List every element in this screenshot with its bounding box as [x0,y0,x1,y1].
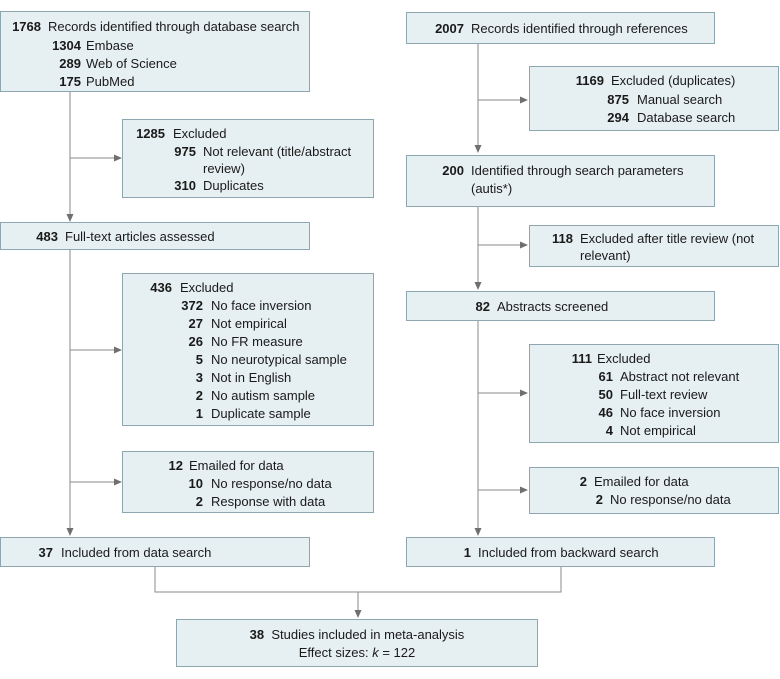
label: Excluded after title review (not [580,231,755,246]
count: 26 [188,334,203,349]
label: Full-text articles assessed [65,229,215,244]
label: Response with data [211,494,326,509]
emailed-box-left: 12 Emailed for data 10 No response/no dat… [122,451,374,513]
count: 175 [59,74,81,89]
count: 61 [598,369,613,384]
label: Full-text review [620,387,708,402]
label: Excluded [597,351,651,366]
label: Included from data search [61,545,212,560]
count: 289 [59,56,81,71]
label: Web of Science [86,56,177,71]
excluded-duplicates-box: 1169 Excluded (duplicates) 875 Manual sea… [529,66,779,131]
count: 1304 [52,38,81,53]
label: Database search [637,110,736,125]
count: 1 [195,406,203,421]
label: PubMed [86,74,135,89]
included-backward-search-box: 1 Included from backward search [406,537,715,567]
count: 5 [195,352,203,367]
studies-included-line: 38 Studies included in meta-analysis [177,626,537,644]
count: 2 [579,474,587,489]
count: 483 [36,229,58,244]
emailed-box-right: 2 Emailed for data 2 No response/no data [529,467,779,514]
label: Manual search [637,92,723,107]
label: No response/no data [610,492,731,507]
excluded-title-review-box: 118 Excluded after title review (not rel… [529,225,779,267]
included-data-search-box: 37 Included from data search [0,537,310,567]
label-continued: (autis*) [471,181,513,196]
count: 46 [598,405,613,420]
count: 3 [195,370,203,385]
meta-analysis-box: 38 Studies included in meta-analysis Eff… [176,619,538,667]
label-continued: review) [203,161,245,176]
count: 12 [168,458,183,473]
count: 38 [249,627,265,642]
label: Duplicate sample [211,406,311,421]
label: Abstracts screened [497,299,609,314]
label: No face inversion [620,405,721,420]
label: Not relevant (title/abstract [203,144,352,159]
label: Records identified through references [471,21,688,36]
full-text-assessed-box: 483 Full-text articles assessed [0,222,310,250]
abstracts-screened-box: 82 Abstracts screened [406,291,715,321]
records-database-search-box: 1768 Records identified through database… [0,11,310,92]
label: Embase [86,38,134,53]
label: Duplicates [203,178,264,193]
effect-sizes-value: = 122 [378,645,416,660]
label: No neurotypical sample [211,352,347,367]
count: 2007 [435,21,464,36]
count: 1285 [136,126,165,141]
label: Abstract not relevant [620,369,740,384]
count: 1768 [12,19,41,34]
count: 1169 [575,73,604,88]
count: 50 [598,387,613,402]
label: Excluded (duplicates) [611,73,736,88]
label: No response/no data [211,476,332,491]
count: 82 [475,299,490,314]
count: 975 [174,144,196,159]
label: No FR measure [211,334,303,349]
label: Excluded [180,280,234,295]
count: 2 [195,388,203,403]
label: Included from backward search [478,545,659,560]
label: Not in English [211,370,292,385]
count: 1 [463,545,471,560]
count: 2 [595,492,603,507]
label: No face inversion [211,298,312,313]
excluded-abstracts-box: 111 Excluded 61 Abstract not relevant 50 F… [529,344,779,443]
label: Emailed for data [594,474,689,489]
count: 111 [571,351,592,366]
count: 27 [188,316,203,331]
count: 200 [442,163,464,178]
count: 372 [181,298,203,313]
merge-line [154,567,562,593]
count: 2 [195,494,203,509]
effect-sizes-line: Effect sizes: k = 122 [177,644,537,662]
count: 10 [188,476,203,491]
label: Not empirical [211,316,287,331]
count: 436 [150,280,172,295]
records-references-box: 2007 Records identified through referenc… [406,12,715,44]
label: Emailed for data [189,458,284,473]
count: 118 [552,231,573,246]
effect-sizes-prefix: Effect sizes: [298,645,373,660]
label-continued: relevant) [580,248,631,263]
count: 37 [38,545,53,560]
label: Excluded [173,126,227,141]
label: No autism sample [211,388,316,403]
excluded-box-1: 1285 Excluded 975 Not relevant (title/ab… [122,119,374,198]
label: Identified through search parameters [471,163,684,178]
k-symbol: k [372,645,379,660]
label: Studies included in meta-analysis [271,627,465,642]
count: 4 [605,423,613,438]
count: 875 [607,92,629,107]
label: Not empirical [620,423,696,438]
count: 310 [174,178,196,193]
identified-search-parameters-box: 200 Identified through search parameters… [406,155,715,207]
count: 294 [607,110,629,125]
label: Records identified through database sear… [48,19,300,34]
